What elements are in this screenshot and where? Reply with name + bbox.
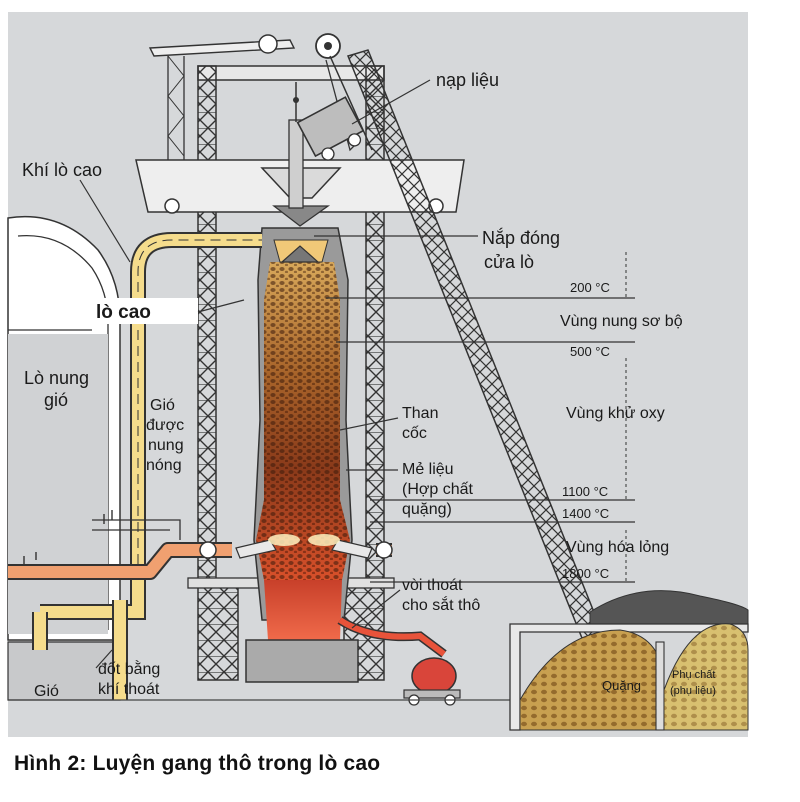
label-lo-nung-2: gió bbox=[44, 390, 68, 410]
leader-lines bbox=[79, 79, 478, 669]
tap-runner bbox=[337, 616, 461, 706]
zone-temp-500: 500 °C bbox=[570, 344, 610, 359]
label-me-lieu-1: Mẻ liệu bbox=[402, 461, 454, 478]
molten-iron-pool bbox=[264, 580, 342, 640]
label-than-coc-2: cốc bbox=[402, 425, 427, 442]
label-dot-bang-1: đốt bằng bbox=[98, 659, 160, 678]
label-gio-duoc-3: nung bbox=[148, 437, 184, 454]
label-quang: Quặng bbox=[602, 678, 641, 693]
zone-temp-200: 200 °C bbox=[570, 280, 610, 295]
pulley-left bbox=[164, 198, 180, 214]
label-voi-thoat-1: vòi thoát bbox=[402, 577, 463, 594]
zone-melting-label: Vùng hóa lỏng bbox=[566, 539, 669, 556]
label-nap-lieu: nạp liệu bbox=[436, 70, 499, 90]
label-nap-dong-2: cửa lò bbox=[484, 252, 534, 272]
zone-temp-1100: 1100 °C bbox=[562, 484, 608, 499]
label-me-lieu-2: (Hợp chất bbox=[402, 481, 474, 498]
skip-incline bbox=[296, 49, 612, 659]
label-khi-lo-cao: Khí lò cao bbox=[22, 160, 102, 180]
hot-blast-stove bbox=[7, 215, 121, 701]
label-lo-nung-1: Lò nung bbox=[24, 368, 89, 388]
zone-reduction-label: Vùng khử oxy bbox=[566, 405, 665, 422]
label-me-lieu-3: quặng) bbox=[402, 501, 452, 518]
skip-car bbox=[296, 96, 365, 161]
label-dot-bang-2: khí thoát bbox=[98, 681, 160, 698]
material-bins bbox=[509, 590, 749, 731]
label-voi-thoat-2: cho sắt thô bbox=[402, 595, 480, 614]
winch-wheel bbox=[258, 34, 278, 54]
hot-air-pipe bbox=[8, 510, 393, 580]
label-phu-chat-2: (phụ liệu) bbox=[670, 685, 716, 697]
figure-caption: Hình 2: Luyện gang thô trong lò cao bbox=[14, 752, 381, 775]
label-nap-dong-1: Nắp đóng bbox=[482, 227, 560, 248]
label-gio-duoc-4: nóng bbox=[146, 457, 182, 474]
zone-preheat-label: Vùng nung sơ bộ bbox=[560, 313, 683, 330]
label-lo-cao: lò cao bbox=[96, 302, 151, 323]
top-crane bbox=[148, 33, 341, 160]
zone-temp-1400: 1400 °C bbox=[562, 506, 609, 521]
zone-temp-1800: 1800 °C bbox=[562, 566, 609, 581]
temperature-zones bbox=[326, 252, 635, 583]
gas-pipe bbox=[32, 232, 262, 700]
label-gio-duoc-1: Gió bbox=[150, 397, 175, 414]
blast-furnace bbox=[235, 227, 373, 683]
label-gio: Gió bbox=[34, 683, 59, 700]
lo-cao-label-box bbox=[72, 298, 198, 324]
label-phu-chat-1: Phụ chất bbox=[672, 669, 715, 681]
label-than-coc-1: Than bbox=[402, 405, 438, 422]
top-platform bbox=[135, 82, 465, 227]
label-gio-duoc-2: được bbox=[146, 417, 184, 434]
